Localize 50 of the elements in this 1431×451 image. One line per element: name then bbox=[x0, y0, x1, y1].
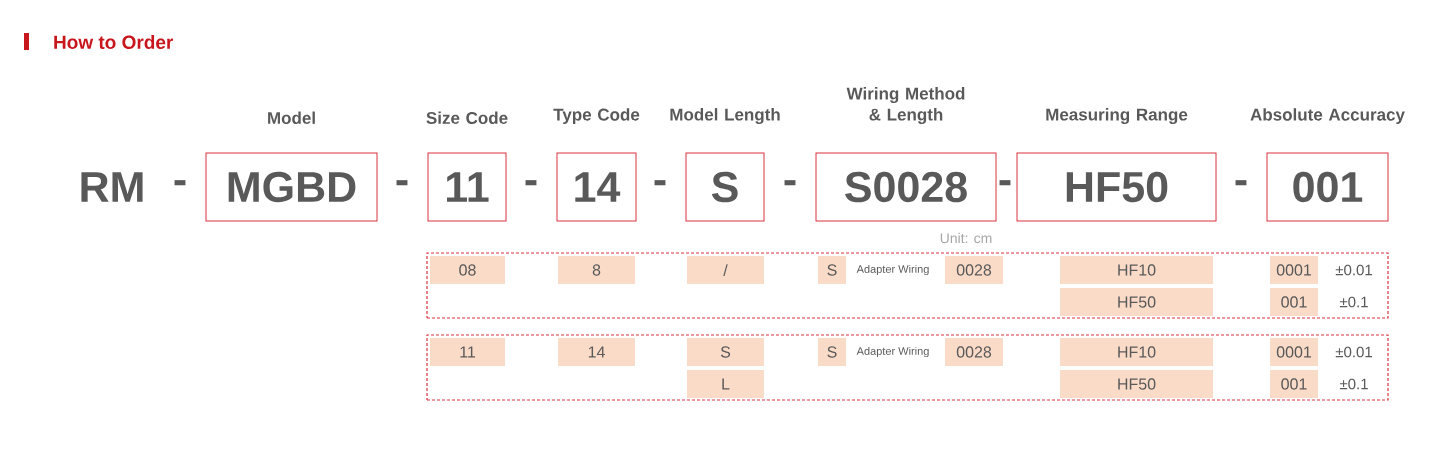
option-cell: 8 bbox=[558, 256, 635, 284]
option-group-frame bbox=[426, 252, 1389, 319]
accuracy-value: ±0.1 bbox=[1339, 296, 1368, 308]
accuracy-value: ±0.01 bbox=[1335, 264, 1372, 276]
column-heading: Type Code bbox=[553, 108, 640, 124]
option-group-frame bbox=[426, 334, 1389, 401]
option-cell: 14 bbox=[558, 338, 635, 366]
option-description: Adapter Wiring bbox=[856, 346, 929, 358]
column-heading: Measuring Range bbox=[1046, 108, 1188, 124]
accuracy-value: ±0.01 bbox=[1335, 346, 1372, 358]
separator-dash: - bbox=[396, 180, 408, 186]
separator-dash: - bbox=[999, 180, 1011, 186]
option-cell: HF10 bbox=[1060, 338, 1213, 366]
column-heading: Model bbox=[268, 111, 315, 124]
accuracy-value: ±0.1 bbox=[1339, 378, 1368, 390]
column-heading: Absolute Accuracy bbox=[1250, 108, 1405, 124]
separator-dash: - bbox=[525, 180, 537, 186]
option-cell: 0001 bbox=[1270, 256, 1318, 284]
option-cell: 001 bbox=[1270, 370, 1318, 398]
code-box: HF50 bbox=[1016, 152, 1217, 222]
option-cell: 0001 bbox=[1270, 338, 1318, 366]
code-box: MGBD bbox=[205, 152, 378, 222]
column-heading: Size Code bbox=[426, 111, 508, 124]
code-text: RM bbox=[81, 172, 143, 202]
code-box: S bbox=[685, 152, 765, 222]
code-box: S0028 bbox=[815, 152, 997, 222]
option-cell: 0028 bbox=[945, 256, 1003, 284]
option-cell: 001 bbox=[1270, 288, 1318, 316]
separator-dash: - bbox=[1235, 180, 1247, 186]
section-title: How to Order bbox=[54, 35, 174, 49]
unit-note: Unit: cm bbox=[940, 232, 992, 244]
option-cell: 11 bbox=[430, 338, 505, 366]
option-cell: / bbox=[687, 256, 764, 284]
option-cell: 0028 bbox=[945, 338, 1003, 366]
option-cell: HF50 bbox=[1060, 370, 1213, 398]
code-box: 14 bbox=[556, 152, 637, 222]
option-cell: HF50 bbox=[1060, 288, 1213, 316]
separator-dash: - bbox=[784, 180, 796, 186]
column-heading: Wiring Method & Length bbox=[846, 87, 965, 124]
option-cell: 08 bbox=[430, 256, 505, 284]
option-cell: S bbox=[687, 338, 764, 366]
separator-dash: - bbox=[654, 180, 666, 186]
option-cell: L bbox=[687, 370, 764, 398]
code-box: 11 bbox=[427, 152, 507, 222]
option-cell: S bbox=[818, 256, 846, 284]
column-heading: Model Length bbox=[670, 108, 780, 124]
code-box: 001 bbox=[1266, 152, 1389, 222]
option-cell: HF10 bbox=[1060, 256, 1213, 284]
option-description: Adapter Wiring bbox=[856, 264, 929, 276]
option-cell: S bbox=[818, 338, 846, 366]
